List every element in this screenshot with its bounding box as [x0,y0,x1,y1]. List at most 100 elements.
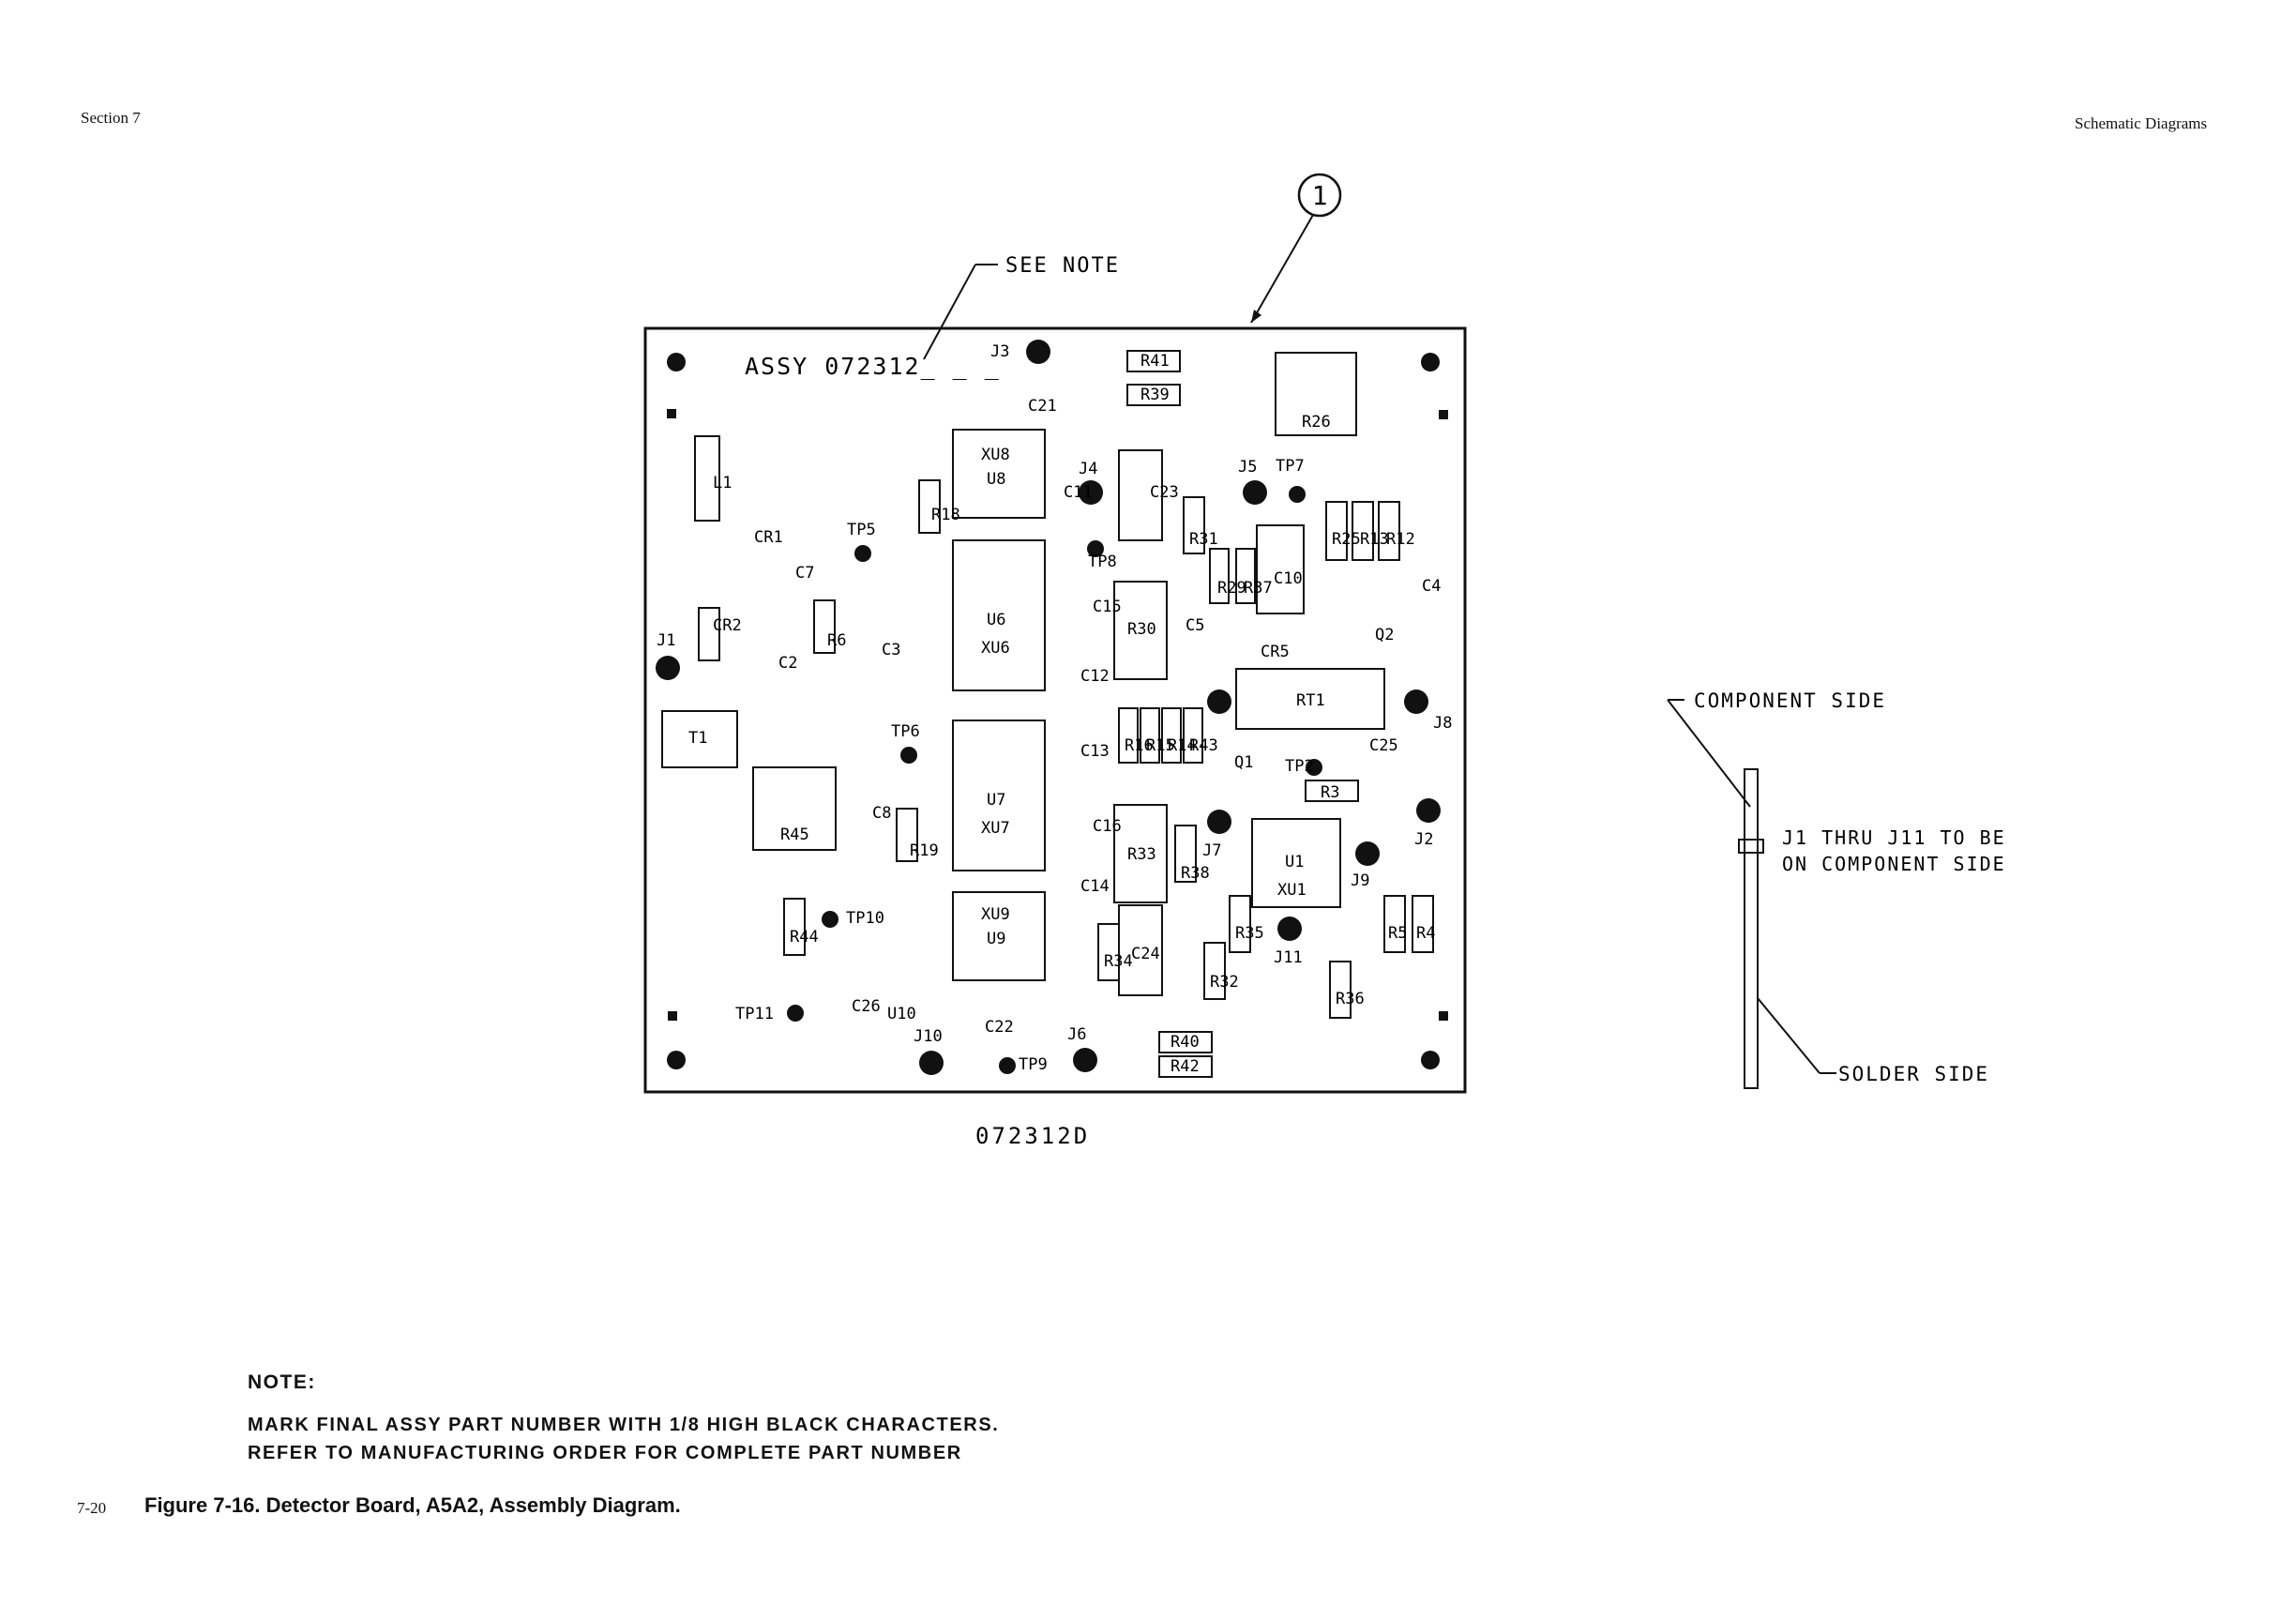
ic-sockets [952,429,1341,981]
resistors [694,350,1434,1078]
component-label-j11: J11 [1274,948,1303,967]
note-title: NOTE: [248,1371,316,1393]
component-label-c10: C10 [1274,569,1303,588]
component-label-r29: R29 [1217,579,1246,598]
component-label-c4: C4 [1422,577,1441,596]
component-label-r37: R37 [1244,579,1273,598]
component-label-r3: R3 [1321,783,1339,802]
component-label-u1: U1 [1285,853,1304,871]
component-label-u9: U9 [987,930,1005,948]
mounting-holes [667,353,1448,1069]
component-label-rt1: RT1 [1296,691,1325,710]
component-label-j9: J9 [1351,871,1369,890]
component-label-j8: J8 [1433,714,1452,733]
component-label-xu6: XU6 [981,639,1010,658]
component-label-u8: U8 [987,470,1005,489]
component-label-r14: R14 [1168,736,1197,755]
component-label-c13: C13 [1080,742,1110,761]
component-label-c25: C25 [1369,736,1398,755]
component-label-tp5: TP5 [847,521,876,539]
component-label-j4: J4 [1079,460,1097,478]
see-note-text: SEE NOTE [1005,254,1120,278]
side-note-line1: J1 THRU J11 TO BE [1782,826,2006,849]
callout-number: 1 [1312,180,1328,211]
component-label-r33: R33 [1127,845,1156,864]
component-label-tp7: TP7 [1276,457,1305,476]
component-label-r6: R6 [827,631,846,650]
component-label-j5: J5 [1238,458,1257,477]
component-label-r38: R38 [1181,864,1210,883]
component-label-r16: R16 [1125,736,1154,755]
component-label-r25: R25 [1332,530,1361,549]
component-label-c7: C7 [795,564,814,583]
component-label-r45: R45 [780,826,809,844]
component-label-c22: C22 [985,1018,1014,1037]
component-label-t1: T1 [688,729,707,748]
component-label-xu7: XU7 [981,819,1010,838]
note-line-2: REFER TO MANUFACTURING ORDER FOR COMPLET… [248,1443,962,1463]
component-label-c5: C5 [1186,616,1204,635]
component-label-r32: R32 [1210,973,1239,992]
solder-side-label: SOLDER SIDE [1838,1063,1989,1085]
component-side-label: COMPONENT SIDE [1694,689,1886,712]
see-note-leader: SEE NOTE [923,254,1120,360]
component-label-c12: C12 [1080,667,1110,686]
component-label-l1: L1 [713,474,732,492]
chapter-label: Schematic Diagrams [2075,114,2208,132]
component-label-r42: R42 [1171,1057,1200,1076]
component-label-j7: J7 [1202,841,1221,860]
side-view: COMPONENT SIDE SOLDER SIDE J1 THRU J11 T… [1667,689,2006,1089]
component-label-r44: R44 [790,928,819,947]
board-outline [643,326,1467,1094]
component-label-tp10: TP10 [846,909,884,928]
component-label-r40: R40 [1171,1033,1200,1052]
component-label-cr5: CR5 [1261,643,1290,661]
component-label-j1: J1 [657,631,675,650]
component-label-u7: U7 [987,791,1005,810]
component-label-r39: R39 [1140,386,1170,404]
component-label-c11: C11 [1064,483,1093,502]
component-label-r35: R35 [1235,924,1264,943]
component-label-c15: C15 [1093,598,1122,616]
drawing-number: 072312D [975,1123,1090,1149]
component-label-j6: J6 [1067,1025,1086,1044]
component-label-cr1: CR1 [754,528,783,547]
component-label-r43: R43 [1189,736,1218,755]
component-label-r19: R19 [910,841,939,860]
note-line-1: MARK FINAL ASSY PART NUMBER WITH 1/8 HIG… [248,1415,1000,1435]
jacks-and-testpoints [656,340,1441,1075]
component-label-c8: C8 [872,804,891,823]
component-label-xu9: XU9 [981,905,1010,924]
side-note-line2: ON COMPONENT SIDE [1782,853,2006,875]
component-label-r4: R4 [1416,924,1435,943]
component-label-j10: J10 [914,1027,943,1046]
component-label-u10: U10 [887,1005,916,1023]
component-label-c3: C3 [882,641,900,659]
component-label-j2: J2 [1414,830,1433,849]
component-label-r13: R13 [1360,530,1389,549]
component-label-c24: C24 [1131,945,1160,963]
component-label-r30: R30 [1127,620,1156,639]
component-label-tp9: TP9 [1019,1055,1048,1074]
callout-1: 1 [1250,173,1342,324]
component-label-u6: U6 [987,611,1005,629]
component-label-r41: R41 [1140,352,1170,371]
component-label-tp8: TP8 [1088,553,1117,571]
component-label-tp11: TP11 [735,1005,774,1023]
component-label-c23: C23 [1150,483,1179,502]
component-label-q1: Q1 [1234,753,1253,772]
component-label-tp6: TP6 [891,722,920,741]
component-label-c16: C16 [1093,817,1122,836]
component-label-r18: R18 [931,506,960,524]
component-label-cr2: CR2 [713,616,742,635]
component-label-xu1: XU1 [1277,881,1307,900]
component-label-r31: R31 [1189,530,1218,549]
component-label-tp2: TP2 [1285,757,1314,776]
component-label-j3: J3 [990,342,1009,361]
section-label: Section 7 [81,109,141,127]
figure-caption: Figure 7-16. Detector Board, A5A2, Assem… [144,1493,681,1517]
component-label-c14: C14 [1080,877,1110,896]
page-number: 7-20 [77,1499,107,1517]
component-label-r5: R5 [1388,924,1407,943]
